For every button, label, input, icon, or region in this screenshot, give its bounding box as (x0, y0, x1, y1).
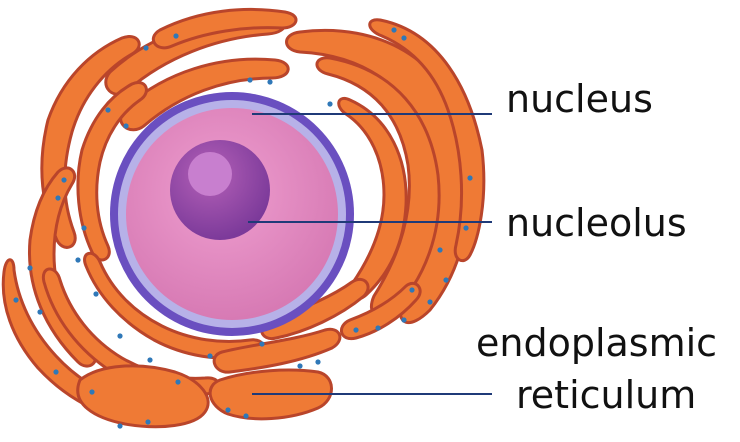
ribosome-dot (247, 77, 253, 83)
er-cisterna (260, 277, 370, 341)
ribosome-dot (27, 265, 33, 271)
ribosome-dot (401, 35, 407, 41)
er-cisterna (315, 56, 441, 318)
ribosome-dot (117, 423, 123, 429)
er-cisterna (340, 281, 422, 341)
ribosome-dot (175, 379, 181, 385)
er-cisterna (27, 166, 97, 368)
ribosome-dot (105, 107, 111, 113)
ribosome-dot (143, 45, 149, 51)
label-nucleus: nucleus (506, 77, 653, 121)
ribosome-dot (145, 419, 151, 425)
ribosome-dot (123, 123, 129, 129)
ribosome-dot (375, 325, 381, 331)
label-reticulum: reticulum (516, 373, 696, 417)
er-cisterna (212, 327, 342, 374)
ribosome-dot (437, 247, 443, 253)
ribosome-dot (401, 317, 407, 323)
ribosome-dot (409, 287, 415, 293)
ribosome-dot (243, 413, 249, 419)
ribosome-dot (81, 225, 87, 231)
ribosome-dot (61, 177, 67, 183)
ribosome-dot (89, 389, 95, 395)
ribosome-dot (147, 357, 153, 363)
ribosome-dot (173, 33, 179, 39)
er-cisterna (76, 81, 148, 262)
ribosome-dot (297, 363, 303, 369)
ribosome-dot (55, 195, 61, 201)
ribosome-dot (75, 257, 81, 263)
ribosome-dot (13, 297, 19, 303)
ribosome-dot (391, 27, 397, 33)
ribosome-dot (267, 79, 273, 85)
leader-lines (248, 113, 492, 395)
ribosome-dot (117, 333, 123, 339)
nucleus (110, 92, 354, 336)
ribosome-dot (259, 341, 265, 347)
ribosome-dot (467, 175, 473, 181)
ribosomes (13, 27, 473, 429)
label-endoplasmic: endoplasmic (476, 321, 717, 365)
ribosome-dot (225, 407, 231, 413)
ribosome-dot (353, 327, 359, 333)
ribosome-dot (207, 353, 213, 359)
ribosome-dot (37, 309, 43, 315)
nucleolus-highlight (188, 152, 232, 196)
ribosome-dot (427, 299, 433, 305)
er-cisterna (119, 57, 290, 132)
ribosome-dot (53, 369, 59, 375)
ribosome-dot (443, 277, 449, 283)
label-nucleolus: nucleolus (506, 201, 687, 245)
ribosome-dot (93, 291, 99, 297)
ribosome-dot (327, 101, 333, 107)
er-cisterna (76, 364, 210, 429)
ribosome-dot (463, 225, 469, 231)
er-cisterna (368, 18, 486, 263)
er-cisterna (151, 7, 298, 50)
ribosome-dot (315, 359, 321, 365)
